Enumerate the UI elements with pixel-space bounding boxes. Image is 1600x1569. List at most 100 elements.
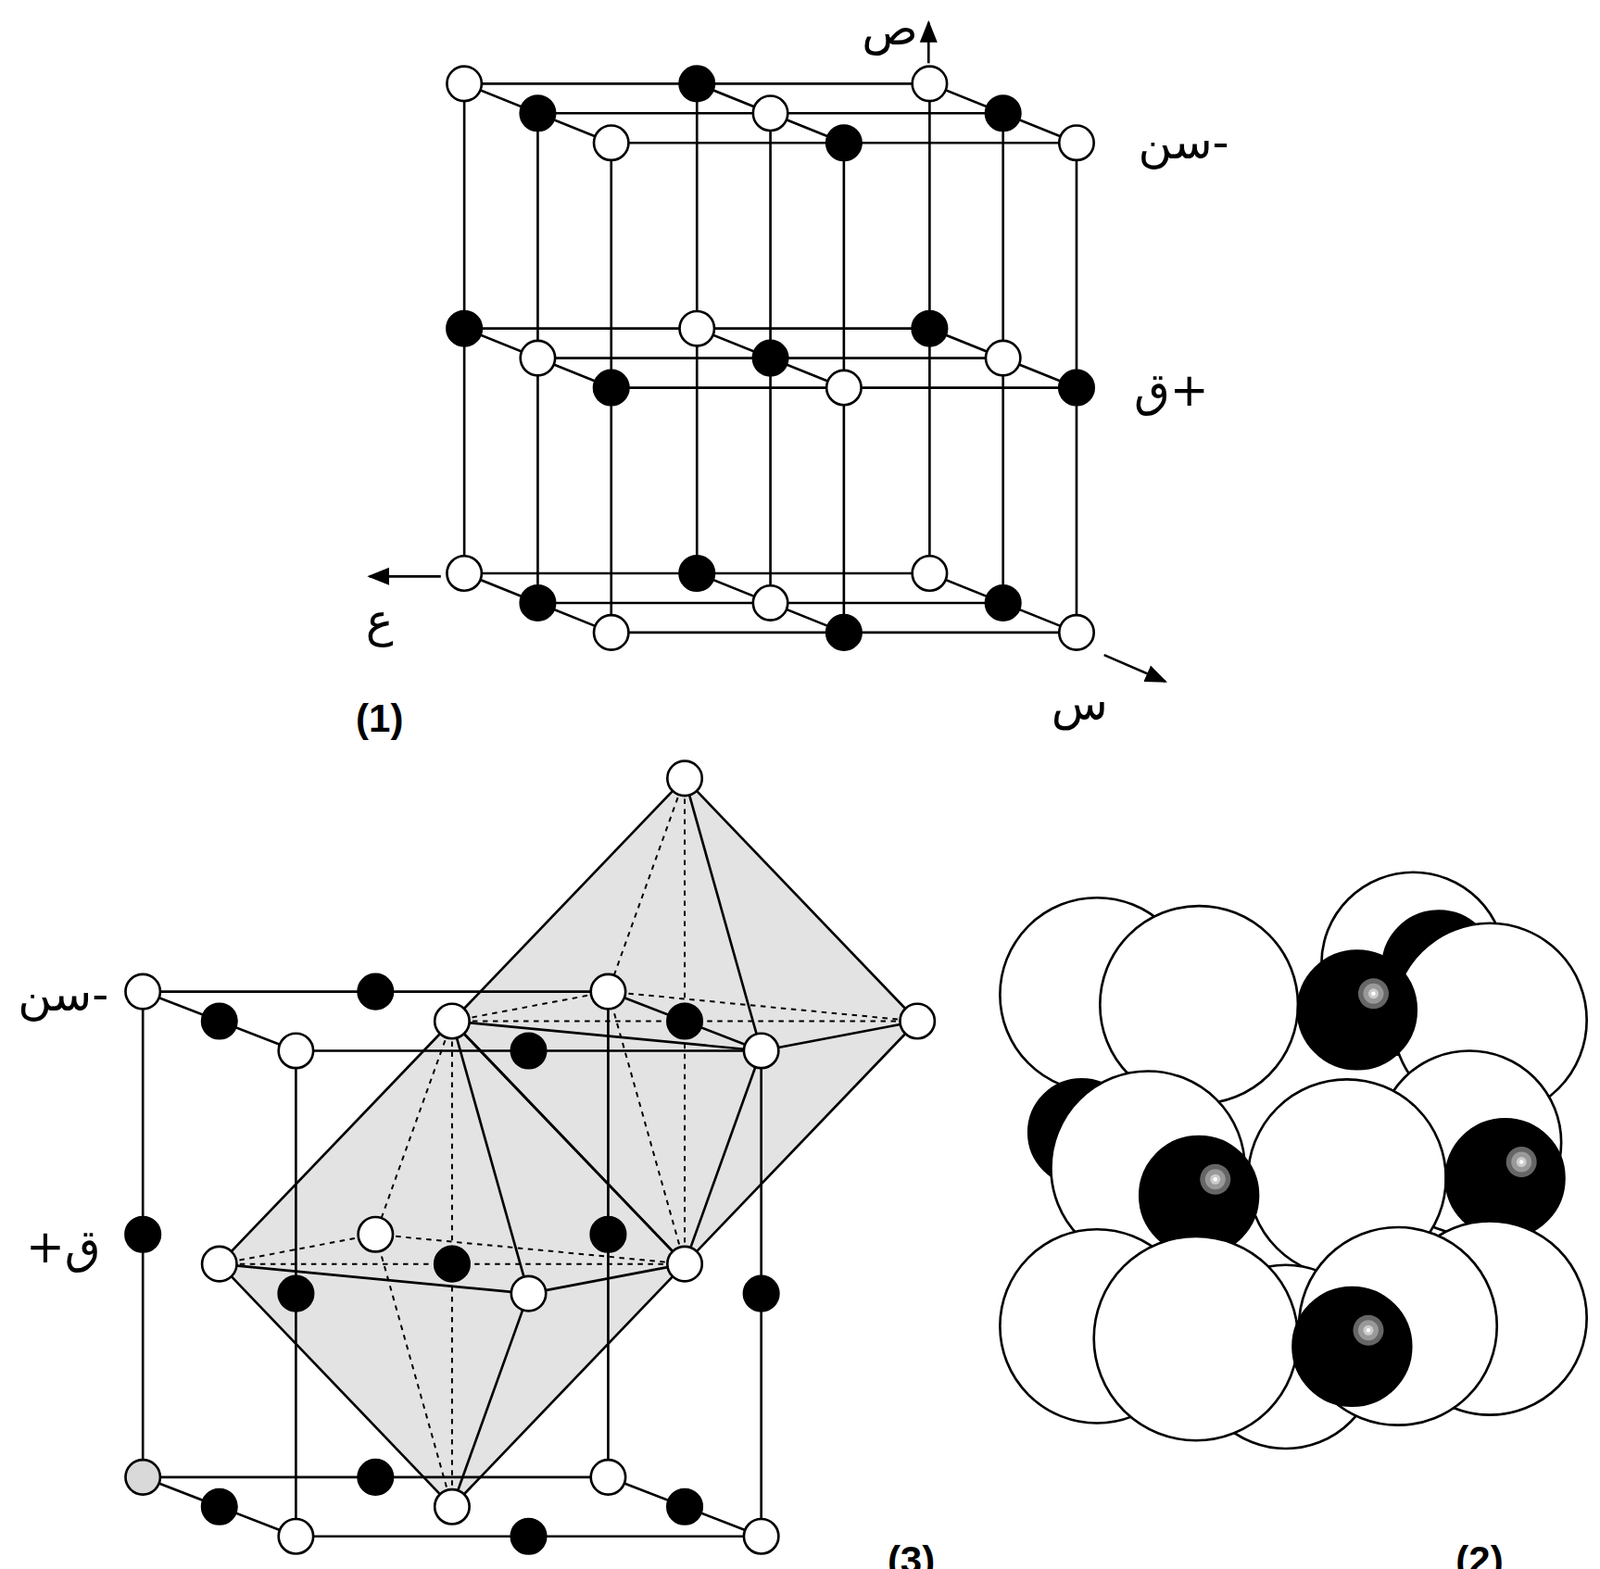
- highlight: [1516, 1157, 1527, 1168]
- ion: [446, 311, 481, 346]
- highlight: [1366, 1328, 1371, 1333]
- highlight: [1358, 978, 1389, 1009]
- ion: [826, 370, 861, 405]
- octahedron-edge: [452, 1264, 685, 1508]
- ion: [520, 96, 555, 131]
- ion: [511, 1276, 546, 1311]
- ion: [826, 125, 861, 160]
- ion: [434, 1247, 469, 1282]
- ion: [278, 1276, 314, 1311]
- ion: [743, 1033, 779, 1069]
- ion-label: ع: [365, 594, 394, 646]
- ion: [680, 66, 715, 101]
- ion-label: سن-: [17, 969, 109, 1021]
- ion: [593, 370, 629, 405]
- ion: [201, 1004, 237, 1039]
- octahedron-hidden-edge: [375, 1234, 685, 1265]
- sodium-ion: [1292, 1287, 1412, 1407]
- highlight: [1368, 988, 1379, 999]
- octahedron-edge: [452, 1294, 530, 1508]
- ion-label: ص: [861, 2, 918, 54]
- octahedron-hidden-edge: [607, 992, 918, 1022]
- ion: [125, 1217, 160, 1252]
- highlight: [1519, 1159, 1524, 1164]
- ion: [434, 1489, 469, 1525]
- octahedron-hidden-edge: [452, 992, 609, 1022]
- ion: [667, 761, 702, 796]
- ion: [667, 1004, 702, 1039]
- octahedron-hidden-edge: [375, 1021, 453, 1235]
- space-filling-figure-2: [999, 872, 1587, 1449]
- ion: [743, 1519, 779, 1554]
- cube-edge: [142, 992, 296, 1052]
- sodium-ion: [1446, 1119, 1565, 1238]
- ion: [278, 1033, 314, 1069]
- ion: [680, 555, 715, 591]
- highlight: [1205, 1169, 1226, 1190]
- ion: [1058, 370, 1094, 405]
- axis-arrow: [1104, 655, 1166, 682]
- lattice-figure-1: [369, 22, 1166, 682]
- ion: [826, 615, 861, 650]
- ion-label: ق+: [1133, 364, 1210, 416]
- ion: [125, 1460, 160, 1495]
- highlight: [1511, 1152, 1532, 1173]
- octahedron-edge: [452, 778, 685, 1021]
- octahedron-hidden-edge: [607, 778, 685, 992]
- ion: [434, 1004, 469, 1039]
- ion: [520, 585, 555, 620]
- highlight: [1371, 992, 1375, 996]
- figure-number: (1): [355, 697, 404, 741]
- highlight: [1362, 983, 1384, 1005]
- octahedron-hidden-edge: [219, 1234, 377, 1265]
- sodium-ion: [1297, 951, 1417, 1071]
- octahedron-edge: [452, 1021, 762, 1052]
- highlight: [1358, 1320, 1379, 1341]
- ion: [593, 125, 629, 160]
- octahedron-edge: [219, 1021, 453, 1265]
- figure-number: (2): [1455, 1539, 1503, 1569]
- ion: [125, 974, 160, 1009]
- ion: [985, 340, 1021, 376]
- highlight: [1352, 1315, 1384, 1347]
- ion: [667, 1489, 702, 1525]
- octahedron-edge: [761, 1021, 919, 1052]
- ion: [753, 585, 788, 620]
- cube-edge: [607, 1477, 761, 1538]
- ion: [446, 555, 481, 591]
- ion: [591, 1460, 626, 1495]
- ion: [912, 66, 947, 101]
- ion: [667, 1247, 702, 1282]
- highlight: [1213, 1177, 1218, 1182]
- ion: [446, 66, 481, 101]
- highlight: [1199, 1164, 1231, 1196]
- ion: [743, 1276, 779, 1311]
- highlight: [1209, 1174, 1221, 1185]
- ion: [591, 1217, 626, 1252]
- ion: [511, 1033, 546, 1069]
- lattice-figure-3: [125, 761, 934, 1555]
- ion: [912, 311, 947, 346]
- octahedron-edge: [684, 1050, 762, 1264]
- octahedron-edge: [219, 1264, 530, 1295]
- ion: [201, 1247, 237, 1282]
- ion: [358, 974, 393, 1009]
- chloride-ion: [1094, 1236, 1298, 1441]
- ion: [985, 96, 1021, 131]
- octahedron-edge: [529, 1264, 686, 1295]
- ion: [985, 585, 1021, 620]
- axis-arrow: [369, 575, 441, 579]
- ion: [899, 1004, 934, 1039]
- octahedron-edge: [684, 1021, 918, 1265]
- figure-number: (3): [887, 1539, 935, 1569]
- highlight: [1362, 1325, 1374, 1336]
- ion: [591, 974, 626, 1009]
- ion: [511, 1519, 546, 1554]
- axis-arrow: [927, 22, 931, 63]
- ion: [912, 555, 947, 591]
- ion: [680, 311, 715, 346]
- highlight: [1506, 1146, 1538, 1178]
- ion: [278, 1519, 314, 1554]
